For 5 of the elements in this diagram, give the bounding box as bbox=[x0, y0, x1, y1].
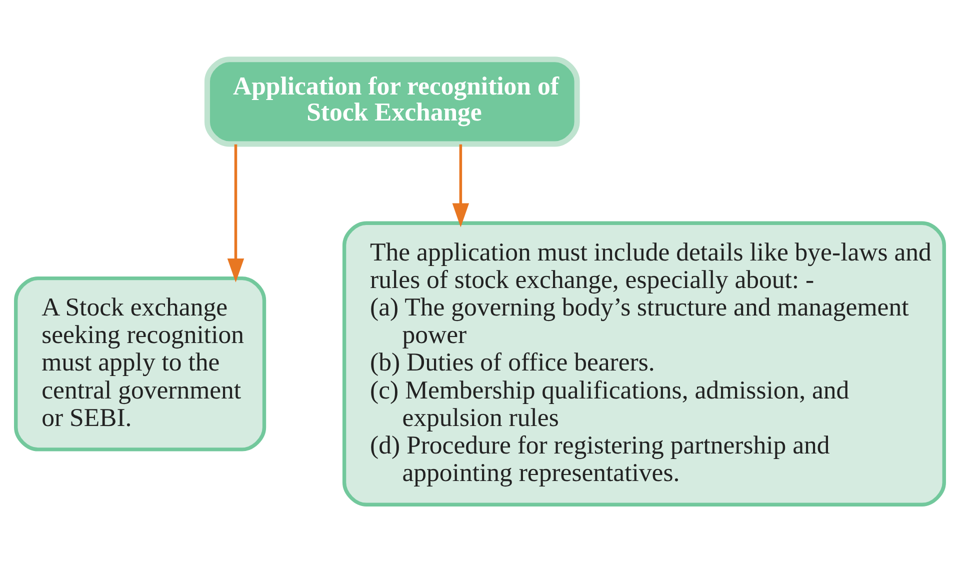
node-box: A Stock exchange seeking recognition must apply to the central government or SEBI. bbox=[14, 276, 266, 452]
arrow bbox=[227, 144, 244, 282]
node-box: Application for recognition of Stock Exchange bbox=[204, 56, 580, 147]
node-box: The application must include details like bye-laws and rules of stock exchange, especially about: - (a) The governing body’s structure and management power (b) Duties of office bearers. (c) Membership qualifications, admission, and expulsion rules (d) Procedure for registering partnership and appointing representatives. bbox=[342, 221, 946, 506]
arrow bbox=[452, 144, 470, 228]
